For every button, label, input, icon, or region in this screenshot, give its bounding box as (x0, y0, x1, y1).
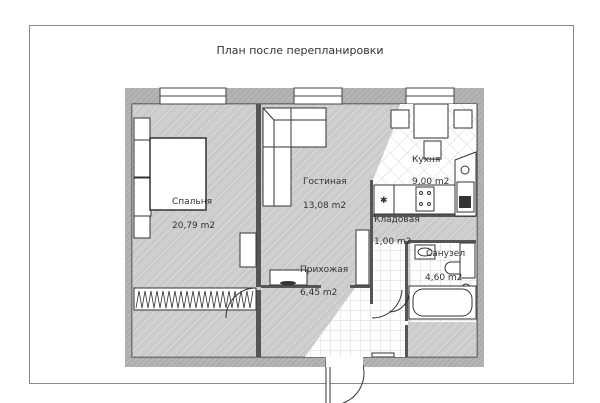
room-area-storage: 1,00 m2 (374, 237, 411, 247)
bedroom-desk (239, 232, 257, 268)
room-name-hallway: Прихожая (300, 265, 348, 275)
room-area-kitchen: 9,00 m2 (412, 177, 449, 187)
bed (149, 137, 207, 211)
toilet (444, 261, 461, 275)
hall-floor (305, 288, 408, 357)
room-name-kitchen: Кухня (412, 155, 440, 165)
room-name-bedroom: Спальня (172, 197, 212, 207)
room-area-hallway: 6,45 m2 (300, 288, 337, 298)
washbasin (417, 247, 433, 257)
stove (415, 186, 435, 212)
room-name-bathroom: Санузел (426, 249, 465, 259)
room-area-bathroom: 4,60 m2 (425, 273, 462, 283)
plan-title: План после перепланировки (216, 44, 384, 57)
room-area-living: 13,08 m2 (303, 201, 346, 211)
room-area-bedroom: 20,79 m2 (172, 221, 215, 231)
wall-bed-living (256, 104, 261, 287)
kitchen-table (413, 103, 449, 139)
room-name-living: Гостиная (303, 177, 347, 187)
closet (355, 229, 370, 286)
room-name-storage: Кладовая (374, 215, 420, 225)
svg-text:✱: ✱ (380, 196, 388, 206)
tv-stand (269, 269, 308, 286)
